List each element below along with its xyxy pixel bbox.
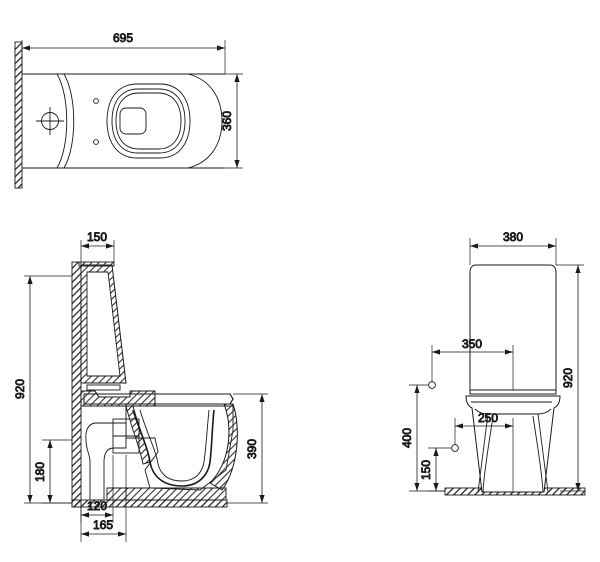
top-view-wall [14,41,23,189]
top-view-seat-inner [111,88,186,154]
dim-150-front: 150 [419,447,451,492]
dim-920-front-label: 920 [561,368,575,388]
side-section-view: 150 920 180 390 120 [13,230,268,542]
side-view-bowl [106,403,238,501]
top-view-fixing-hole-upper [93,98,99,104]
dim-250-label: 250 [478,411,498,425]
dim-180-label: 180 [33,462,47,482]
dim-180: 180 [33,439,72,504]
dim-380: 380 [469,230,557,265]
dim-695: 695 [22,31,225,51]
dim-150-front-label: 150 [419,460,433,480]
side-view-seat-assembly [80,390,234,407]
dim-920-side-label: 920 [13,379,27,399]
top-view-rear-curve-outer [56,73,68,169]
dim-150-tank: 150 [80,230,115,262]
dim-360: 360 [220,74,240,168]
dim-120-label: 120 [87,499,107,513]
dim-350-label: 350 [462,337,482,351]
dim-165: 165 [80,455,127,542]
side-view-wall [71,261,82,508]
front-view-supply-inlet-marker [428,381,436,389]
dim-390: 390 [227,393,268,504]
dim-380-label: 380 [503,230,523,244]
dim-390-label: 390 [245,439,259,459]
top-view-flush-button [119,107,147,135]
front-view: 380 350 920 400 150 [400,230,586,496]
dim-250: 250 [454,411,514,492]
side-view-outlet-trap [85,418,140,501]
front-view-floor-bolt-marker [451,444,459,452]
top-view: 695 360 [14,31,243,189]
side-view-cistern [78,261,127,391]
dim-400-label: 400 [400,428,414,448]
dim-165-label: 165 [93,518,113,532]
dim-360-label: 360 [220,111,234,131]
top-view-rear-curve-inner [63,73,75,169]
top-view-body-outline [187,73,223,169]
top-view-seat-outer [106,83,191,159]
top-view-fixing-hole-lower [93,139,99,145]
dim-350: 350 [431,337,514,390]
dim-400: 400 [400,384,445,492]
top-view-rim [115,92,182,150]
top-view-centre-mark [36,107,64,135]
dim-150-tank-label: 150 [87,230,107,244]
dim-920-front: 920 [556,264,584,492]
dim-695-label: 695 [113,31,133,45]
